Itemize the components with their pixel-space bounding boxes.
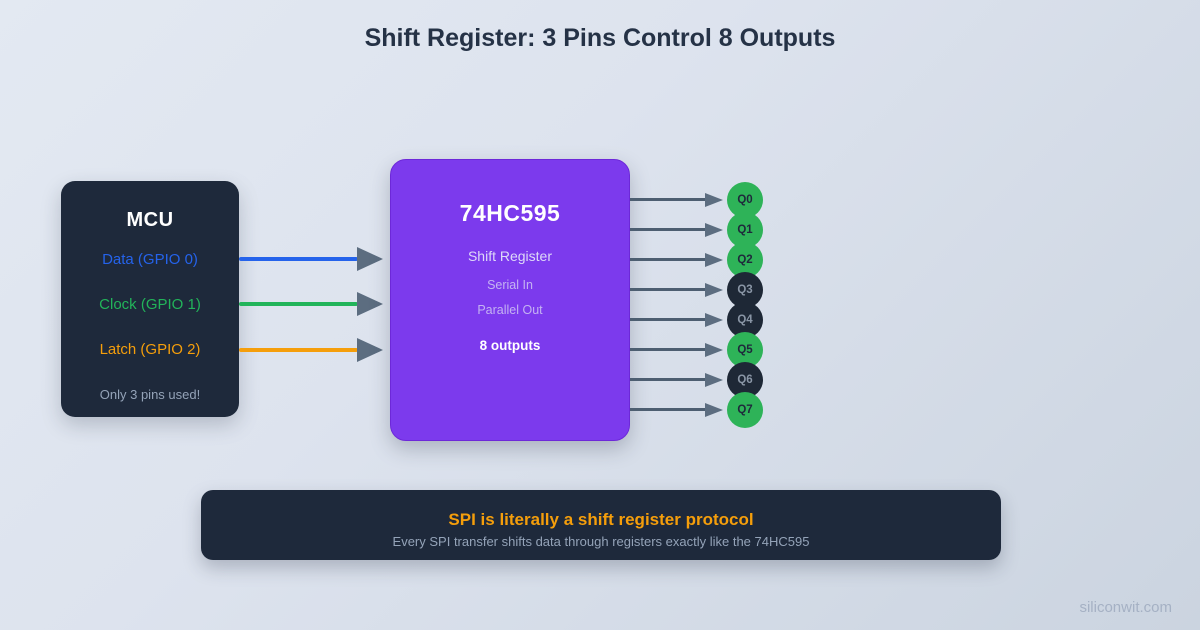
- arrowhead-icon: [705, 343, 723, 357]
- arrowhead-icon: [357, 292, 383, 316]
- mcu-label: MCU: [126, 209, 174, 231]
- output-label: Q1: [737, 224, 753, 236]
- output-label: Q5: [737, 344, 753, 356]
- output-label: Q3: [737, 284, 753, 296]
- mcu-block: MCU Data (GPIO 0) Clock (GPIO 1) Latch (…: [61, 181, 239, 417]
- mcu-pin-clock: Clock (GPIO 1): [99, 296, 201, 313]
- arrowhead-icon: [357, 338, 383, 362]
- chip-parallel-out: Parallel Out: [477, 303, 543, 317]
- mcu-pin-latch: Latch (GPIO 2): [99, 341, 201, 358]
- arrowhead-icon: [705, 313, 723, 327]
- banner-heading: SPI is literally a shift register protoc…: [448, 510, 754, 529]
- output-wire: [630, 408, 707, 411]
- output-q6: Q6: [727, 362, 763, 398]
- output-label: Q7: [737, 404, 753, 416]
- output-label: Q6: [737, 374, 753, 386]
- output-wire: [630, 348, 707, 351]
- output-wire: [630, 228, 707, 231]
- page-title: Shift Register: 3 Pins Control 8 Outputs: [364, 24, 836, 52]
- spi-callout-banner: SPI is literally a shift register protoc…: [201, 490, 1001, 560]
- output-label: Q4: [737, 314, 753, 326]
- arrowhead-icon: [705, 373, 723, 387]
- wire-data: [239, 257, 358, 261]
- shift-register-block: 74HC595 Shift Register Serial In Paralle…: [390, 159, 630, 441]
- arrowhead-icon: [705, 223, 723, 237]
- watermark: siliconwit.com: [1079, 599, 1172, 616]
- mcu-pin-data: Data (GPIO 0): [102, 251, 198, 268]
- chip-outputs-count: 8 outputs: [479, 338, 541, 353]
- output-wire: [630, 258, 707, 261]
- arrowhead-icon: [705, 403, 723, 417]
- wire-clock: [239, 302, 358, 306]
- output-wire: [630, 318, 707, 321]
- output-wire: [630, 378, 707, 381]
- output-label: Q0: [737, 194, 753, 206]
- arrowhead-icon: [357, 247, 383, 271]
- arrowhead-icon: [705, 253, 723, 267]
- output-label: Q2: [737, 254, 753, 266]
- mcu-note: Only 3 pins used!: [99, 387, 201, 402]
- output-q7: Q7: [727, 392, 763, 428]
- arrowhead-icon: [705, 283, 723, 297]
- chip-name: 74HC595: [459, 200, 561, 226]
- output-wire: [630, 288, 707, 291]
- output-wire: [630, 198, 707, 201]
- chip-serial-in: Serial In: [487, 278, 533, 292]
- banner-subtext: Every SPI transfer shifts data through r…: [392, 534, 810, 549]
- arrowhead-icon: [705, 193, 723, 207]
- wire-latch: [239, 348, 358, 352]
- chip-role: Shift Register: [467, 248, 553, 264]
